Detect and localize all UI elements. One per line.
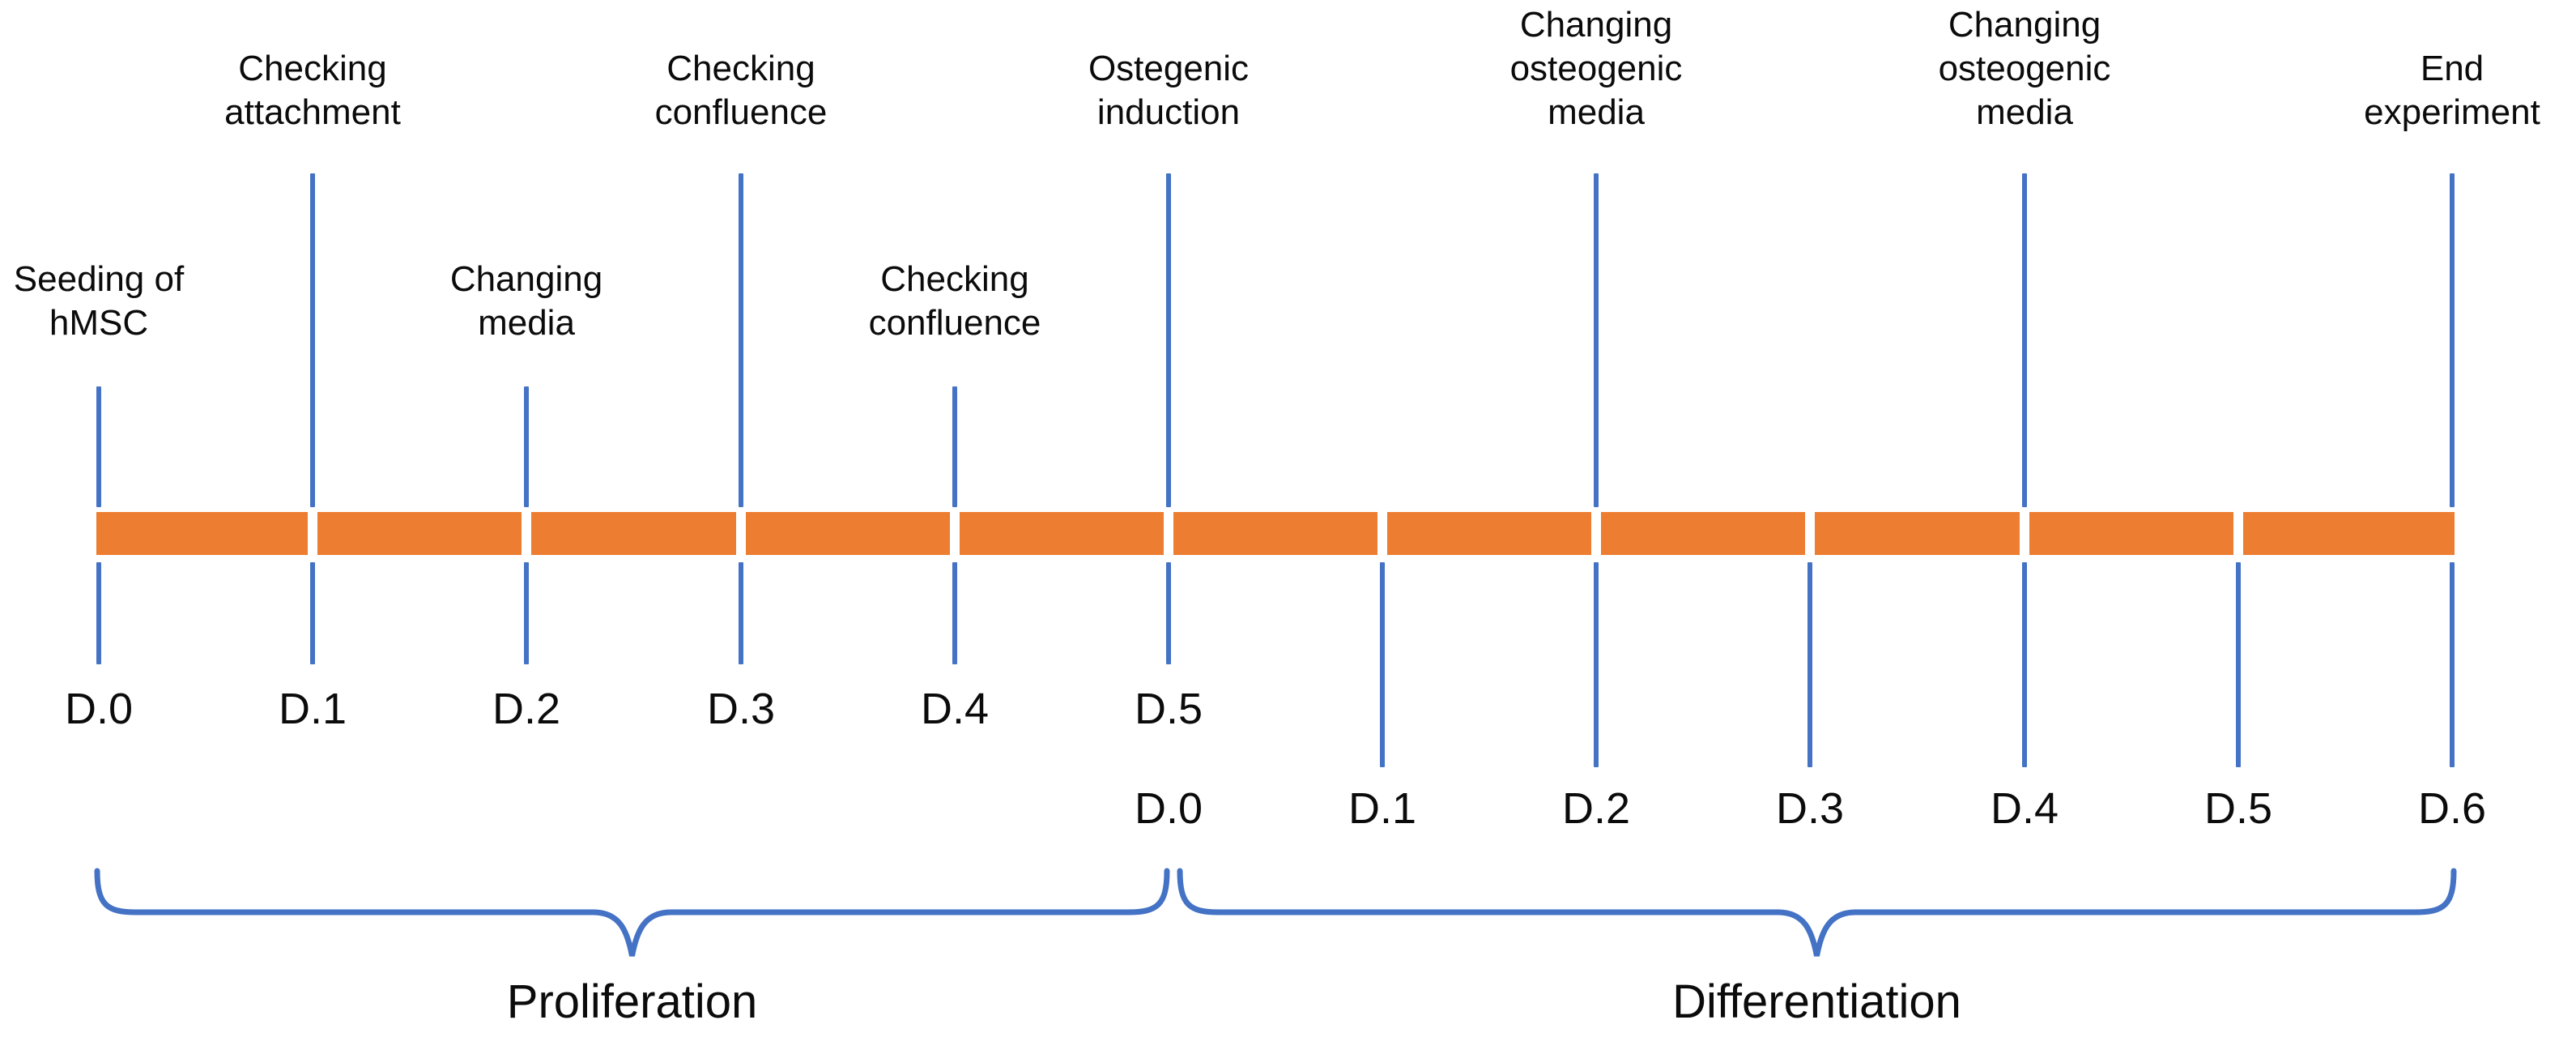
timeline-bar-segment bbox=[1815, 512, 2020, 555]
tick-line-upper bbox=[1594, 173, 1599, 507]
tick-line-lower bbox=[1166, 562, 1171, 664]
tick-line-lower bbox=[952, 562, 957, 664]
tick-line-upper bbox=[2022, 173, 2027, 507]
event-label-checking-confluence: Checking confluence bbox=[868, 259, 1041, 343]
day-label-differentiation-days-d1: D.1 bbox=[1348, 784, 1417, 833]
phase-label-differentiation: Differentiation bbox=[1672, 975, 1961, 1028]
day-label-proliferation-days-d4: D.4 bbox=[920, 685, 990, 733]
timeline-bar-segment bbox=[2029, 512, 2233, 555]
day-label-proliferation-days-d5: D.5 bbox=[1134, 685, 1203, 733]
tick-line-lower bbox=[524, 562, 529, 664]
timeline-bar-segment bbox=[960, 512, 1164, 555]
event-label-changing-osteogenic-media: Changing osteogenic media bbox=[1509, 5, 1683, 132]
tick-line-lower bbox=[96, 562, 101, 664]
day-label-differentiation-days-d2: D.2 bbox=[1561, 784, 1631, 833]
tick-line-upper bbox=[1166, 173, 1171, 507]
event-label-changing-media: Changing media bbox=[449, 259, 603, 343]
tick-line-lower bbox=[1380, 562, 1385, 767]
timeline-bar-segment bbox=[1601, 512, 1805, 555]
tick-line-upper bbox=[310, 173, 315, 507]
tick-line-upper bbox=[952, 386, 957, 507]
event-label-checking-confluence: Checking confluence bbox=[654, 49, 828, 132]
tick-line-lower bbox=[1594, 562, 1599, 767]
timeline-bar-segment bbox=[1387, 512, 1591, 555]
phase-label-proliferation: Proliferation bbox=[506, 975, 758, 1028]
timeline-bar-segment bbox=[96, 512, 308, 555]
event-label-seedingof-hmsc: Seeding of hMSC bbox=[13, 259, 185, 343]
timeline-bar-segment bbox=[531, 512, 736, 555]
timeline-bar-segment bbox=[746, 512, 950, 555]
tick-line-upper bbox=[739, 173, 743, 507]
day-label-differentiation-days-d5: D.5 bbox=[2203, 784, 2273, 833]
day-label-proliferation-days-d3: D.3 bbox=[706, 685, 776, 733]
day-label-differentiation-days-d6: D.6 bbox=[2417, 784, 2487, 833]
event-label-ostegenic-induction: Ostegenic induction bbox=[1088, 49, 1250, 132]
timeline-bar-segment bbox=[1173, 512, 1377, 555]
tick-line-lower bbox=[739, 562, 743, 664]
phase-brace-differentiation bbox=[1177, 868, 2457, 957]
event-label-checking-attachment: Checking attachment bbox=[224, 49, 401, 132]
day-label-differentiation-days-d3: D.3 bbox=[1775, 784, 1845, 833]
day-label-proliferation-days-d2: D.2 bbox=[492, 685, 561, 733]
tick-line-lower bbox=[2450, 562, 2455, 767]
tick-line-lower bbox=[2236, 562, 2241, 767]
timeline-bar-segment bbox=[2243, 512, 2455, 555]
day-label-differentiation-days-d4: D.4 bbox=[1990, 784, 2059, 833]
tick-line-upper bbox=[2450, 173, 2455, 507]
tick-line-upper bbox=[96, 386, 101, 507]
event-label-end-experiment: End experiment bbox=[2364, 49, 2540, 132]
phase-brace-proliferation bbox=[94, 868, 1170, 957]
event-label-changing-osteogenic-media: Changing osteogenic media bbox=[1938, 5, 2111, 132]
tick-line-upper bbox=[524, 386, 529, 507]
tick-line-lower bbox=[1807, 562, 1812, 767]
day-label-differentiation-days-d0: D.0 bbox=[1134, 784, 1203, 833]
timeline-bar-segment bbox=[317, 512, 522, 555]
tick-line-lower bbox=[2022, 562, 2027, 767]
day-label-proliferation-days-d1: D.1 bbox=[278, 685, 347, 733]
day-label-proliferation-days-d0: D.0 bbox=[64, 685, 134, 733]
tick-line-lower bbox=[310, 562, 315, 664]
